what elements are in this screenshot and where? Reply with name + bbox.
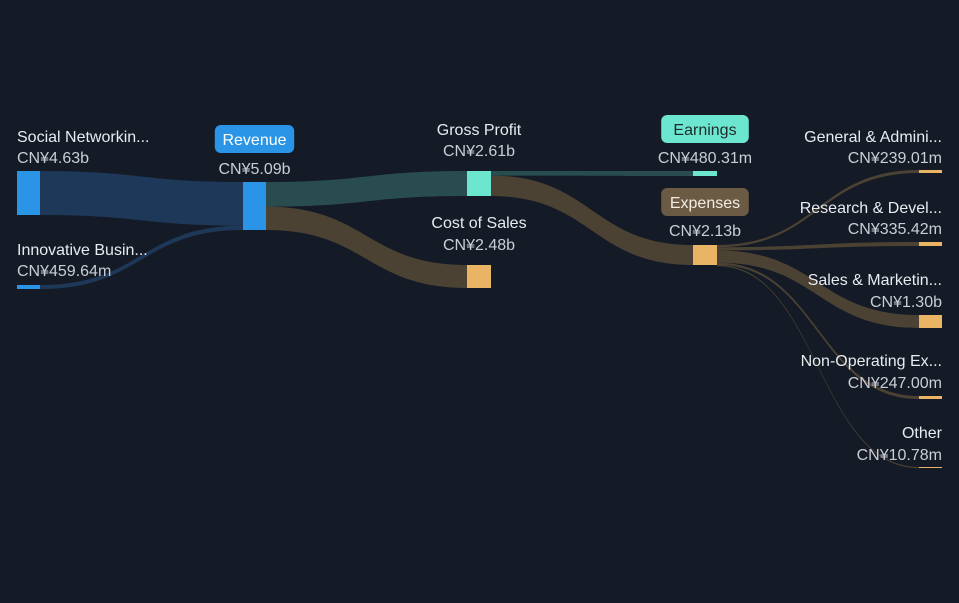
node-nonop [919,396,942,399]
value-cost_of_sales: CN¥2.48b [443,237,515,254]
value-nonop: CN¥247.00m [848,375,942,392]
pill-earnings [661,115,749,143]
node-revenue [243,182,266,230]
link-expenses-to-nonop [717,262,919,399]
label-nonop: Non-Operating Ex... [801,353,942,370]
node-gross_profit [467,171,491,196]
link-revenue-to-cost_of_sales [266,206,467,288]
value-other: CN¥10.78m [857,447,942,464]
value-sm: CN¥1.30b [870,294,942,311]
node-rd [919,242,942,246]
node-earnings [693,171,717,176]
node-social [17,171,40,215]
label-innovative: Innovative Busin... [17,242,148,259]
node-ga [919,170,942,173]
label-rd: Research & Devel... [800,200,942,217]
node-expenses [693,245,717,265]
link-innovative-to-revenue [40,225,243,289]
label-earnings: Earnings [673,122,736,139]
label-other: Other [902,425,943,442]
node-innovative [17,285,40,289]
sankey-links [40,170,919,469]
value-innovative: CN¥459.64m [17,263,111,280]
label-ga: General & Admini... [804,129,942,146]
label-social: Social Networkin... [17,129,150,146]
label-revenue: Revenue [222,132,286,149]
link-expenses-to-sm [717,250,919,328]
link-revenue-to-gross_profit [266,171,467,207]
label-gross_profit: Gross Profit [437,122,522,139]
value-ga: CN¥239.01m [848,150,942,167]
link-expenses-to-other [717,264,919,469]
link-gross_profit-to-earnings [491,171,693,176]
value-rd: CN¥335.42m [848,221,942,238]
node-cost_of_sales [467,265,491,288]
link-gross_profit-to-expenses [491,175,693,265]
sankey-nodes [17,170,942,468]
value-revenue: CN¥5.09b [218,161,290,178]
pill-revenue [214,125,295,153]
value-social: CN¥4.63b [17,150,89,167]
link-social-to-revenue [40,171,243,226]
node-other [919,467,942,468]
link-expenses-to-ga [717,170,919,248]
label-sm: Sales & Marketin... [808,272,942,289]
value-expenses: CN¥2.13b [669,223,741,240]
value-gross_profit: CN¥2.61b [443,143,515,160]
label-expenses: Expenses [670,195,740,212]
label-cost_of_sales: Cost of Sales [431,215,526,232]
node-sm [919,315,942,328]
value-earnings: CN¥480.31m [658,150,752,167]
pill-expenses [661,188,749,216]
link-expenses-to-rd [717,242,919,251]
